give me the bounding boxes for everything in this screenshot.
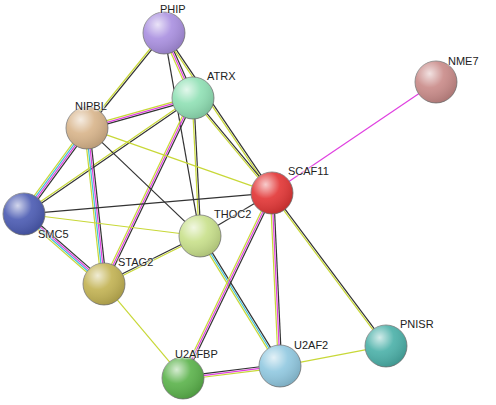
evidence-line bbox=[38, 146, 77, 200]
evidence-line bbox=[34, 143, 73, 197]
interaction-edge bbox=[101, 142, 185, 222]
evidence-line bbox=[106, 135, 253, 187]
protein-label: THOC2 bbox=[214, 208, 251, 221]
node-fill bbox=[415, 61, 457, 103]
evidence-line bbox=[203, 370, 260, 377]
node-shine bbox=[66, 107, 108, 149]
evidence-line bbox=[206, 113, 259, 177]
interaction-edge bbox=[40, 109, 177, 204]
evidence-line bbox=[107, 105, 175, 124]
interaction-edge bbox=[111, 115, 186, 266]
protein-node: STAG2 bbox=[82, 262, 126, 306]
interaction-edge bbox=[106, 102, 174, 124]
node-fill bbox=[259, 345, 301, 387]
evidence-line bbox=[101, 142, 185, 222]
interaction-edge bbox=[99, 48, 152, 113]
interaction-edge bbox=[205, 113, 260, 178]
evidence-line bbox=[41, 110, 177, 203]
node-circle bbox=[82, 262, 126, 306]
evidence-line bbox=[40, 109, 176, 202]
node-fill bbox=[251, 172, 293, 214]
protein-label: ATRX bbox=[207, 70, 236, 83]
node-shine bbox=[83, 263, 125, 305]
protein-label: SMC5 bbox=[38, 228, 69, 241]
interaction-edge bbox=[203, 367, 261, 377]
evidence-line bbox=[205, 114, 258, 178]
protein-label: STAG2 bbox=[118, 256, 153, 269]
evidence-line bbox=[35, 144, 74, 198]
node-circle bbox=[142, 11, 186, 55]
protein-node: THOC2 bbox=[178, 214, 222, 258]
node-circle bbox=[65, 106, 109, 150]
node-fill bbox=[179, 215, 221, 257]
evidence-line bbox=[210, 253, 269, 349]
interaction-edge bbox=[34, 143, 77, 200]
protein-node: SCAF11 bbox=[250, 171, 294, 215]
protein-node: PNISR bbox=[364, 324, 408, 368]
node-shine bbox=[172, 77, 214, 119]
node-fill bbox=[83, 263, 125, 305]
protein-node: ATRX bbox=[171, 76, 215, 120]
evidence-line bbox=[38, 228, 88, 272]
evidence-line bbox=[283, 210, 373, 331]
evidence-line bbox=[87, 148, 100, 264]
evidence-line bbox=[285, 209, 375, 330]
protein-label: NIPBL bbox=[75, 100, 107, 113]
node-circle bbox=[178, 214, 222, 258]
node-circle bbox=[250, 171, 294, 215]
interaction-edge bbox=[37, 225, 90, 272]
node-fill bbox=[365, 325, 407, 367]
interaction-edge bbox=[300, 350, 367, 363]
protein-label: U2AF2 bbox=[294, 339, 328, 352]
node-circle bbox=[364, 324, 408, 368]
node-shine bbox=[259, 345, 301, 387]
evidence-line bbox=[271, 213, 277, 346]
interaction-edge bbox=[283, 209, 374, 331]
interaction-edge bbox=[289, 93, 420, 182]
node-shine bbox=[251, 172, 293, 214]
protein-node: NME7 bbox=[414, 60, 458, 104]
evidence-line bbox=[117, 299, 170, 362]
interaction-edge bbox=[271, 213, 281, 346]
evidence-line bbox=[113, 116, 185, 266]
protein-label: PHIP bbox=[160, 3, 186, 16]
evidence-line bbox=[111, 115, 183, 265]
interaction-edge bbox=[117, 299, 170, 362]
node-shine bbox=[365, 325, 407, 367]
evidence-line bbox=[114, 117, 186, 267]
protein-node: NIPBL bbox=[65, 106, 109, 150]
protein-node: U2AF2 bbox=[258, 344, 302, 388]
evidence-line bbox=[37, 145, 76, 199]
node-circle bbox=[171, 76, 215, 120]
interaction-edge bbox=[87, 148, 105, 265]
evidence-line bbox=[90, 148, 103, 264]
interaction-edge bbox=[106, 135, 253, 187]
protein-label: PNISR bbox=[400, 318, 434, 331]
node-shine bbox=[415, 61, 457, 103]
protein-node: U2AFBP bbox=[161, 356, 205, 400]
evidence-line bbox=[88, 148, 101, 264]
protein-node: SMC5 bbox=[2, 192, 46, 236]
evidence-line bbox=[289, 93, 420, 182]
evidence-line bbox=[203, 368, 260, 375]
protein-label: SCAF11 bbox=[288, 165, 329, 178]
node-shine bbox=[162, 357, 204, 399]
evidence-line bbox=[100, 49, 152, 113]
protein-label: NME7 bbox=[448, 55, 479, 68]
protein-label: U2AFBP bbox=[175, 348, 218, 361]
node-fill bbox=[162, 357, 204, 399]
evidence-line bbox=[300, 350, 367, 363]
node-shine bbox=[179, 215, 221, 257]
evidence-line bbox=[92, 148, 105, 264]
node-fill bbox=[172, 77, 214, 119]
evidence-line bbox=[203, 367, 260, 374]
node-fill bbox=[143, 12, 185, 54]
node-fill bbox=[66, 107, 108, 149]
node-shine bbox=[143, 12, 185, 54]
node-circle bbox=[161, 356, 205, 400]
protein-node: PHIP bbox=[142, 11, 186, 55]
